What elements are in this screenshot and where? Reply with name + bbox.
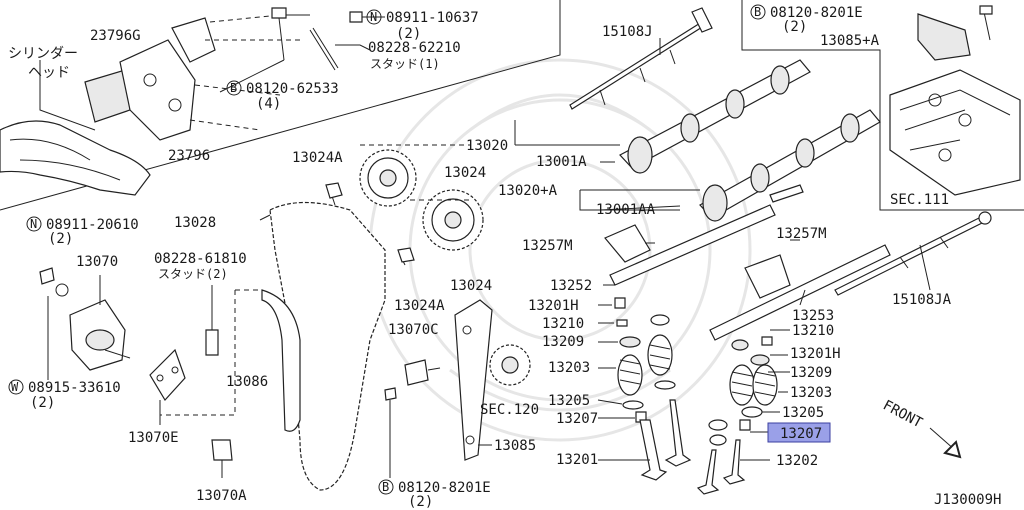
part-13070a-label: 13070A [196,488,247,504]
plug-13070a [211,439,233,478]
part-08120-8201e-bottom-label: 08120-8201E [398,480,491,496]
bolt-08120-8201e-bottom [384,387,397,478]
oil-pipe-15108ja [834,211,992,296]
part-13210-left-label: 13210 [542,316,584,332]
part-13207-right-label[interactable]: 13207 [780,426,822,442]
part-08120-62533-qty: (4) [256,96,281,112]
part-13253-label: 13253 [792,308,834,324]
part-13070e-label: 13070E [128,430,179,446]
part-13085-label: 13085 [494,438,536,454]
circled-b-icon: B [226,80,242,96]
chain-guide-13085 [454,299,493,461]
svg-text:B: B [382,480,389,494]
camshaft-13020a [699,109,881,222]
part-13024-top-label: 13024 [444,165,486,181]
camshaft-13020 [619,59,811,174]
part-13201h-right-label: 13201H [790,346,841,362]
svg-text:B: B [754,5,761,19]
part-13257m-right-label: 13257M [776,226,827,242]
circled-b-icon: B [378,479,394,495]
diagram-code: J130009H [934,492,1001,508]
part-08911-20610-label: 08911-20610 [46,217,139,233]
part-13070-label: 13070 [76,254,118,270]
front-label: FRONT [880,397,925,431]
circled-w-icon: W [8,379,24,395]
part-13257m-left-label: 13257M [522,238,573,254]
chain-tensioner-arm-13086 [261,289,301,432]
part-08915-33610-qty: (2) [30,395,55,411]
part-08911-20610-qty: (2) [48,231,73,247]
cylinder-head-label-line2: ヘッド [28,65,70,81]
part-13085a-label: 13085+A [820,33,880,49]
cam-sprocket-upper [359,149,417,207]
section-borders [0,0,1024,211]
highlighted-part-box[interactable] [767,422,831,443]
bolt-13070c [404,359,441,386]
part-13001aa-label: 13001AA [596,202,656,218]
gasket-13070e [149,348,186,425]
part-15108j-label: 15108J [602,24,653,40]
part-13252-label: 13252 [550,278,592,294]
front-arrow-icon [929,427,962,459]
cylinder-head-group [0,7,385,196]
part-13207-left-label: 13207 [556,411,598,427]
svg-text:W: W [11,380,19,394]
circled-b-icon: B [750,4,766,20]
part-13205-right-label: 13205 [782,405,824,421]
part-08911-10637-qty: (2) [396,26,421,42]
part-08120-62533-label: 08120-62533 [246,81,339,97]
cylinder-head-cover [889,5,1021,196]
part-13205-left-label: 13205 [548,393,590,409]
part-13020-label: 13020 [466,138,508,154]
part-13201-label: 13201 [556,452,598,468]
part-13209-right-label: 13209 [790,365,832,381]
part-08228-61810-label: 08228-61810 [154,251,247,267]
part-13024-mid-label: 13024 [450,278,492,294]
sec-111-label: SEC.111 [890,192,949,208]
part-08120-8201e-top-label: 08120-8201E [770,5,863,21]
part-23796-label: 23796 [168,148,210,164]
part-13024a-top-label: 13024A [292,150,343,166]
part-08120-8201e-top-qty: (2) [782,19,807,35]
part-23796g-label: 23796G [90,28,141,44]
oil-pipe-15108j [569,7,713,110]
part-13201h-left-label: 13201H [528,298,579,314]
crank-sprocket [489,344,531,386]
part-13203-left-label: 13203 [548,360,590,376]
svg-text:B: B [230,81,237,95]
part-13028-label: 13028 [174,215,216,231]
part-08228-62210-label: 08228-62210 [368,40,461,56]
chain-tensioner-13070 [39,267,131,380]
part-13024a-mid-label: 13024A [394,298,445,314]
part-13202-label: 13202 [776,453,818,469]
valve-stack-right [696,336,778,495]
part-08120-8201e-bottom-qty: (2) [408,494,433,510]
svg-text:N: N [30,217,37,231]
part-13210-right-label: 13210 [792,323,834,339]
part-08915-33610-label: 08915-33610 [28,380,121,396]
circled-n-icon: N [26,216,42,232]
stud-1-label: スタッド(1) [370,57,440,71]
part-15108ja-label: 15108JA [892,292,952,308]
svg-text:N: N [370,10,377,24]
stud-2-label: スタッド(2) [158,267,228,281]
part-13203-right-label: 13203 [790,385,832,401]
part-13001a-label: 13001A [536,154,587,170]
part-13209-left-label: 13209 [542,334,584,350]
sec-120-label: SEC.120 [480,402,539,418]
cam-sprocket-lower [422,189,484,251]
part-13020a-label: 13020+A [498,183,558,199]
cylinder-head-label-line1: シリンダー [8,46,78,62]
valve-stack-left [614,297,692,481]
rocker-shaft-13253 [709,244,891,341]
part-08911-10637-label: 08911-10637 [386,10,479,26]
part-13070c-label: 13070C [388,322,439,338]
part-13086-label: 13086 [226,374,268,390]
rocker-shaft-13252 [604,204,776,286]
circled-n-icon: N [366,9,382,25]
